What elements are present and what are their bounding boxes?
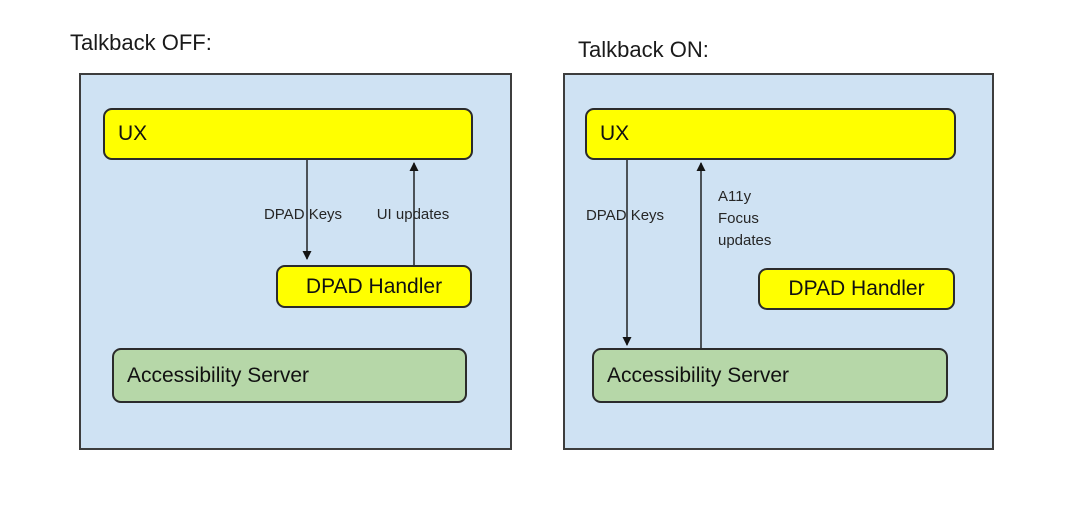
accessibility-server-box-label: Accessibility Server (127, 363, 310, 387)
talkback-off-panel: UX DPAD Keys UI updates DPAD Handler Acc… (79, 73, 512, 450)
talkback-on-panel: UX DPAD Keys A11y Focus updates DPAD Han… (563, 73, 994, 450)
ui-updates-label: UI updates (376, 206, 450, 223)
ux-box-label: UX (600, 122, 630, 145)
a11y-focus-updates-label: A11y Focus updates (718, 186, 771, 252)
ux-box: UX (103, 108, 473, 160)
accessibility-server-box-label: Accessibility Server (607, 363, 790, 387)
dpad-handler-box: DPAD Handler (276, 265, 472, 308)
dpad-handler-box-label: DPAD Handler (788, 277, 925, 300)
talkback-on-title: Talkback ON: (578, 37, 709, 62)
dpad-keys-label: DPAD Keys (263, 206, 343, 223)
talkback-off-title: Talkback OFF: (70, 30, 212, 55)
dpad-keys-label: DPAD Keys (585, 207, 665, 224)
ux-box-label: UX (118, 122, 148, 145)
a11y-label-line: A11y (718, 188, 752, 205)
updates-label-line: updates (718, 232, 772, 249)
ux-box: UX (585, 108, 956, 160)
accessibility-server-box: Accessibility Server (112, 348, 467, 403)
focus-label-line: Focus (718, 210, 759, 227)
accessibility-server-box: Accessibility Server (592, 348, 948, 403)
dpad-handler-box: DPAD Handler (758, 268, 955, 310)
dpad-handler-box-label: DPAD Handler (305, 274, 443, 298)
